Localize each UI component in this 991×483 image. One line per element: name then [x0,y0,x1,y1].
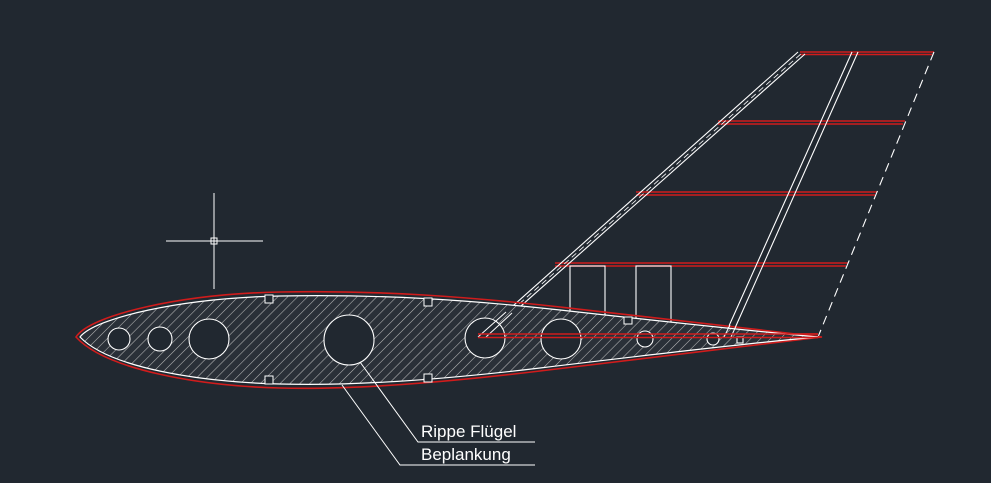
cad-crosshair-cursor [166,193,263,289]
lightening-holes [107,314,744,366]
skin-outline [74,290,823,390]
section-red-lines [478,333,818,339]
wing-planform[interactable] [477,51,935,339]
label-skin: Beplankung [421,445,511,464]
leader-lines [341,361,535,466]
wing-red-ribs [478,51,934,339]
stringer-notches [264,294,633,385]
wing-leading-edge [477,51,806,338]
label-rib: Rippe Flügel [421,422,516,441]
wing-rear-spar [723,51,859,338]
rib-section[interactable] [74,290,823,390]
wing-trailing-edge [817,51,935,338]
section-spar-lines [477,311,737,338]
